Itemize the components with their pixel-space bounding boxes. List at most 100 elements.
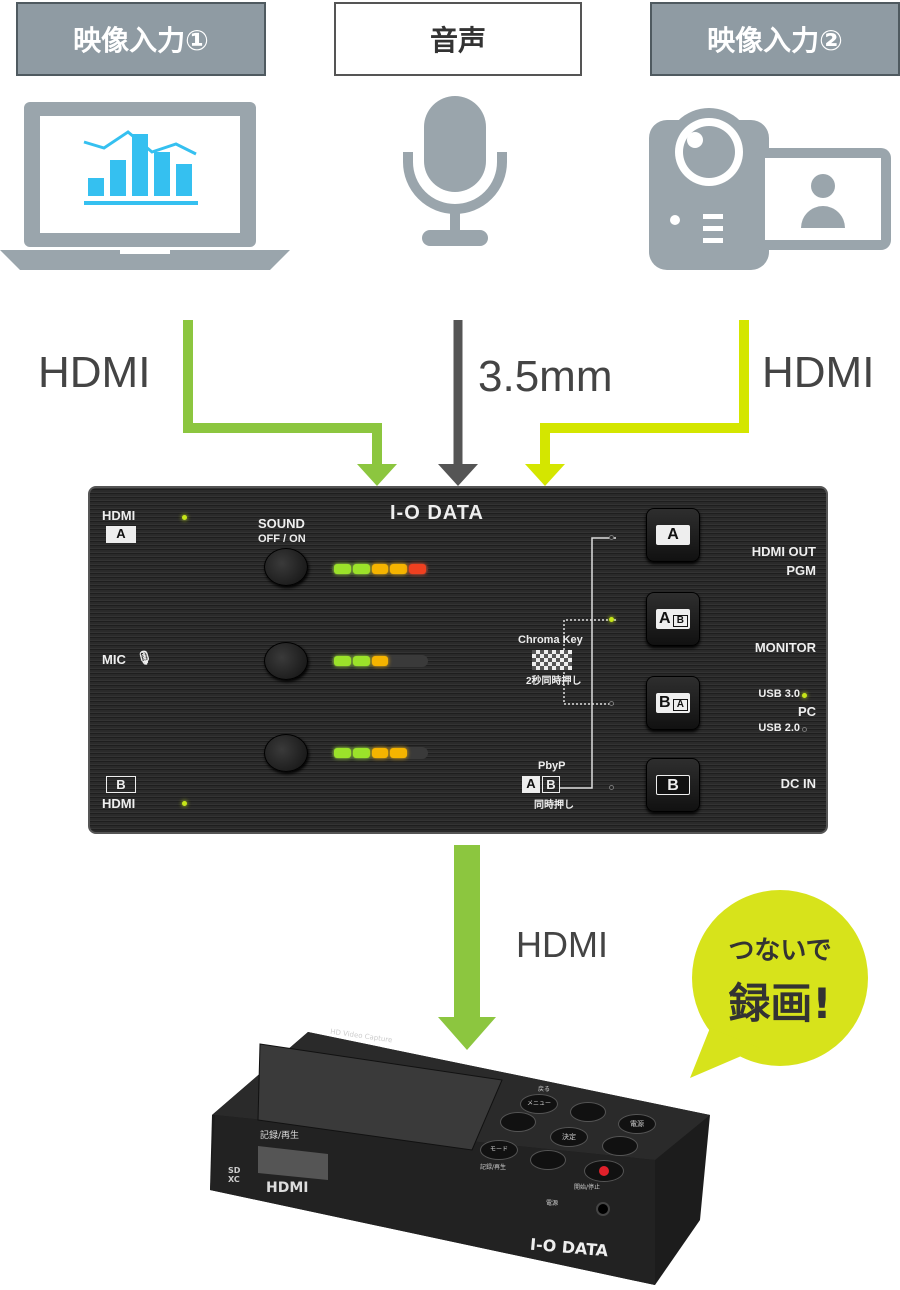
button-label: B [656, 775, 690, 795]
up-button[interactable] [570, 1102, 606, 1122]
led-ba [609, 701, 614, 706]
meter-segment [371, 564, 389, 574]
pbyp-label: PbyP [538, 760, 566, 772]
meter-segment [334, 748, 351, 758]
level-meter [332, 563, 428, 575]
button-sub-label: A [672, 699, 688, 711]
hdmi-cable-right [540, 320, 749, 468]
meter-segment [409, 748, 426, 758]
chroma-key-icon [532, 650, 572, 670]
pc-label: PC [797, 704, 816, 719]
button-label: 決定 [562, 1133, 576, 1141]
meter-segment [409, 564, 426, 574]
led-b [609, 785, 614, 790]
button-label: A [659, 610, 671, 627]
sdxc-logo: SD XC [228, 1166, 241, 1184]
arrow-head-left [357, 464, 397, 486]
mode-sub-label: 記録/再生 [480, 1164, 507, 1171]
volume-knob-mic[interactable] [264, 642, 308, 680]
record-button[interactable] [584, 1160, 624, 1182]
button-label: B [659, 694, 671, 711]
headphone-jack [596, 1202, 610, 1216]
mic-label: MIC [102, 652, 126, 667]
right-button[interactable] [602, 1136, 638, 1156]
record-icon [599, 1166, 609, 1176]
back-label: 戻る [538, 1086, 551, 1093]
output-a-button[interactable]: A [646, 508, 700, 562]
button-label: モード [489, 1146, 508, 1153]
sound-label: SOUND [258, 516, 305, 531]
meter-segment [390, 656, 407, 666]
meter-segment [352, 748, 370, 758]
arrow-head-center [438, 464, 478, 486]
led-usb2 [802, 727, 807, 732]
volume-knob-hdmi-b[interactable] [264, 734, 308, 772]
left-button[interactable] [500, 1112, 536, 1132]
meter-segment [371, 656, 389, 666]
led-usb3 [802, 693, 807, 698]
output-b-button[interactable]: B [646, 758, 700, 812]
video-camera-icon [649, 108, 891, 270]
usb2-label: USB 2.0 [758, 722, 800, 734]
chroma-key-label: Chroma Key [518, 634, 583, 646]
cable-label-center: 3.5mm [478, 352, 613, 401]
input-a-badge: A [106, 526, 136, 543]
meter-segment [390, 564, 408, 574]
cable-label-right: HDMI [762, 348, 875, 397]
label-text: 映像入力② [707, 24, 843, 57]
led-hdmi-a [182, 515, 187, 520]
meter-segment [371, 748, 389, 758]
lcd-screen [257, 1043, 503, 1151]
meter-segment [390, 748, 408, 758]
down-button[interactable] [530, 1150, 566, 1170]
source-label-video2: 映像入力② [650, 2, 900, 76]
speech-bubble [690, 890, 868, 1078]
meter-segment [334, 564, 351, 574]
ok-button[interactable]: 決定 [550, 1127, 588, 1147]
hdmi-a-label: HDMI [102, 508, 136, 523]
dc-in-label: DC IN [780, 776, 816, 791]
bubble-line1: つないで [728, 936, 832, 966]
led-a [609, 535, 614, 540]
switcher-panel: I-O DATA HDMI A MIC 🎙 B HDMI SOUND OFF /… [88, 486, 828, 834]
monitor-label: MONITOR [754, 640, 816, 655]
cable-diagram [183, 320, 749, 486]
mode-button[interactable]: モード [480, 1140, 518, 1160]
level-meter [332, 655, 428, 667]
menu-button[interactable]: メニュー [520, 1094, 558, 1114]
volume-knob-hdmi-a[interactable] [264, 548, 308, 586]
arrow-head-right [525, 464, 565, 486]
button-label: メニュー [526, 1100, 551, 1107]
meter-segment [334, 656, 351, 666]
bubble-line2: 録画! [728, 979, 832, 1028]
cable-label-left: HDMI [38, 348, 151, 397]
recorder-body [210, 1032, 710, 1285]
usb3-label: USB 3.0 [758, 688, 800, 700]
label-text: 音声 [429, 24, 486, 57]
record-label: 開始/停止 [574, 1184, 601, 1191]
off-on-label: OFF / ON [258, 533, 306, 545]
label-text: 映像入力① [73, 24, 209, 57]
source-label-audio: 音声 [334, 2, 582, 76]
power-led-label: 電源 [546, 1200, 559, 1207]
led-hdmi-b [182, 801, 187, 806]
meter-segment [352, 656, 370, 666]
mic-icon: 🎙 [136, 650, 153, 665]
sd-slot-label: 記録/再生 [260, 1131, 300, 1141]
led-ab [609, 617, 614, 622]
meter-segment [352, 564, 370, 574]
brand-logo: I-O DATA [390, 502, 484, 524]
button-label: 電源 [630, 1120, 644, 1128]
level-meter [332, 747, 428, 759]
hdmi-cable-left [183, 320, 382, 468]
hd-video-capture-recorder: HD Video Capture メニュー 戻る 決定 電源 モード 記録/再生… [210, 1028, 710, 1290]
sd-card-slot [258, 1146, 328, 1180]
hdmi-output-arrow [438, 845, 496, 1050]
button-sub-label: B [672, 615, 688, 627]
power-button[interactable]: 電源 [618, 1114, 656, 1134]
cable-label-output: HDMI [516, 924, 608, 965]
pbyp-b-icon: B [542, 776, 560, 793]
button-label: A [656, 525, 690, 545]
